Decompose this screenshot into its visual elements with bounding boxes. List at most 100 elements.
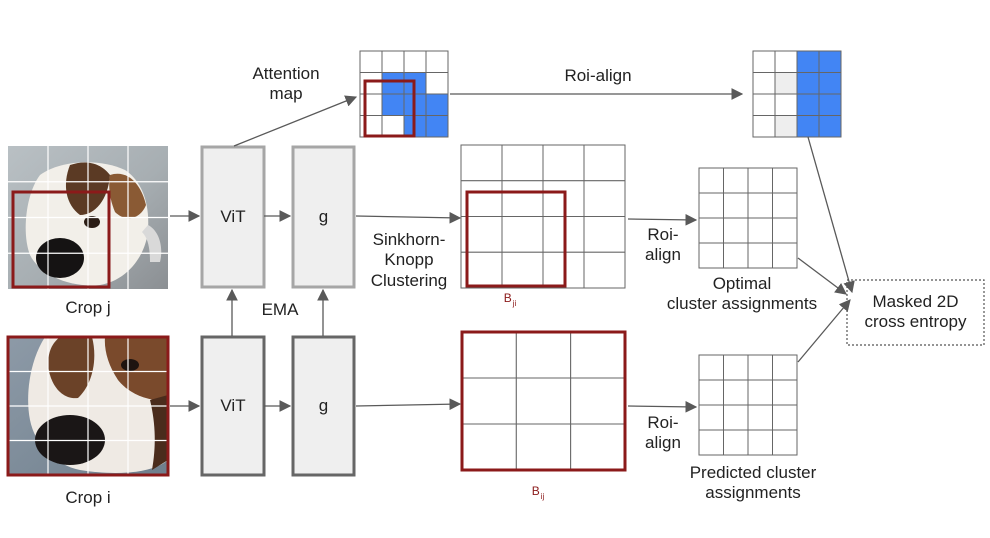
aligned-attention-grid [752,50,842,138]
b-ij-box [460,330,627,472]
attention-cell [359,50,383,73]
optimal-line2: cluster assignments [666,293,818,313]
predicted-cell [723,429,749,456]
crop-j-region-box [11,190,111,289]
optimal-cell [747,192,773,219]
crop-i-patch-grid [8,337,168,475]
roi-align-bot-label: Roi- align [630,413,696,452]
teacher-cell [501,216,544,253]
roi-align-top-label: Roi-align [564,66,632,85]
b-ji-subscript: ji [512,299,517,308]
arrow-optimal-loss [797,257,847,295]
attention-cell [425,115,449,138]
attention-cell [425,72,449,95]
student-cell [461,423,517,471]
optimal-cell [723,242,749,269]
sinkhorn-line1: Sinkhorn- [372,230,446,249]
student-cell [461,377,517,425]
optimal-cell [723,167,749,194]
optimal-cell [698,217,724,244]
vit-student-label: ViT [220,396,246,415]
attention-map-label: Attention map [240,64,332,103]
predicted-cell [723,404,749,431]
optimal-line1: Optimal [712,274,772,293]
teacher-cell [501,180,544,217]
predicted-cell [772,379,798,406]
optimal-cell [723,217,749,244]
aligned-cell [752,115,776,138]
roi-align-bot-line2: align [645,432,681,452]
optimal-cell [772,192,798,219]
masked-ce-box [846,279,985,346]
optimal-cell [747,217,773,244]
arrows [170,88,855,413]
masked-ce-line1: Masked 2D [872,292,959,311]
predicted-cell [698,379,724,406]
crop-i-region-box [6,335,170,477]
optimal-cell [698,192,724,219]
attention-cell [381,115,405,138]
arrow-roi-align-bot [627,400,698,413]
predicted-cell [772,354,798,381]
arrow-mask-loss [807,136,855,294]
b-ji-base: B [503,291,512,305]
aligned-cell [818,115,842,138]
predicted-cell [723,379,749,406]
teacher-cell [583,216,626,253]
aligned-cell [774,115,798,138]
optimal-cell [747,167,773,194]
b-ij-base: B [531,484,540,498]
aligned-cell [796,115,820,138]
aligned-cell [752,50,776,73]
ema-label: EMA [261,300,299,319]
predicted-cell [698,354,724,381]
crop-j-patch-grid [8,146,168,289]
teacher-cell [501,144,544,182]
teacher-cell [501,251,544,289]
optimal-assignments-label: Optimal cluster assignments [652,274,832,313]
optimal-cell [747,242,773,269]
predicted-cell [747,429,773,456]
aligned-cell [752,93,776,116]
predicted-cell [747,404,773,431]
g-teacher-label: g [318,207,329,226]
optimal-assignment-grid [698,167,798,269]
roi-align-mid-label: Roi- align [630,225,696,264]
sinkhorn-line3: Clustering [370,270,448,290]
aligned-cell [818,50,842,73]
vit-teacher-label: ViT [220,207,246,226]
roi-align-mid-line2: align [645,244,681,264]
optimal-cell [772,167,798,194]
arrow-predicted-loss [797,299,851,363]
predicted-line2: assignments [705,482,801,502]
arrow-attention [233,95,358,147]
teacher-cell [460,144,503,182]
aligned-cell [774,50,798,73]
attention-map-grid [359,50,449,138]
b-ij-label: Bij [518,484,558,501]
student-cell [515,423,572,471]
predicted-line1: Predicted cluster [689,463,817,482]
b-ji-box [465,190,567,288]
sinkhorn-label: Sinkhorn- Knopp Clustering [356,230,462,291]
masked-ce-line2: cross entropy [864,311,967,331]
attention-cell [359,72,383,95]
masked-ce-label: Masked 2D cross entropy [847,292,984,331]
aligned-cell [796,50,820,73]
teacher-cell [583,180,626,217]
attention-cell [403,50,427,73]
arrow-roi-align-mid [627,213,698,226]
optimal-cell [698,242,724,269]
predicted-cell [772,404,798,431]
aligned-cell [796,93,820,116]
optimal-cell [698,167,724,194]
aligned-cell [774,72,798,95]
attention-cell [381,72,405,95]
attention-label-line1: Attention [252,64,320,83]
roi-align-bot-line1: Roi- [647,413,679,432]
crop-i-label: Crop i [65,488,111,507]
student-cell [570,423,626,471]
attention-label-line2: map [269,83,303,103]
